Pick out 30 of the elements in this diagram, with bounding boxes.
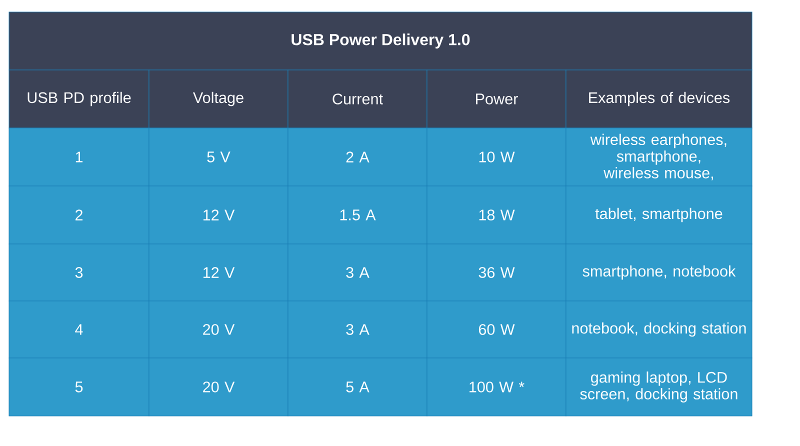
- table-cell: 60 W: [426, 300, 566, 358]
- table-cell: 100 W *: [426, 358, 566, 416]
- table-cell: 2 A: [288, 128, 428, 186]
- table-cell: 2: [8, 186, 150, 244]
- header-cell: Current: [288, 70, 428, 128]
- header-cell: Voltage: [148, 70, 288, 128]
- table-cell: 3 A: [288, 300, 428, 358]
- table-cell: 12 V: [148, 244, 288, 302]
- table-cell: wireless earphones, smartphone, wireless mouse,: [566, 128, 752, 186]
- table-cell: 1: [8, 128, 150, 186]
- table-cell: 18 W: [426, 186, 566, 244]
- header-cell: Power: [426, 70, 566, 128]
- table-cell: 10 W: [426, 128, 566, 186]
- header-cell: Examples of devices: [566, 70, 752, 128]
- table-cell: 20 V: [148, 358, 288, 416]
- table-cell: smartphone, notebook: [566, 244, 752, 302]
- table-cell: notebook, docking station: [566, 300, 752, 358]
- table-cell: 1.5 A: [288, 186, 428, 244]
- table-cell: 5: [8, 358, 150, 416]
- header-cell: USB PD profile: [8, 70, 150, 128]
- table-cell: 20 V: [148, 300, 288, 358]
- table-cell: tablet, smartphone: [566, 186, 752, 244]
- table-cell: 3: [8, 244, 150, 302]
- table-cell: 3 A: [288, 244, 428, 302]
- table-cell: 12 V: [148, 186, 288, 244]
- table-cell: 5 A: [288, 358, 428, 416]
- table-cell: gaming laptop, LCD screen, docking station: [566, 358, 752, 416]
- table-cell: 4: [8, 300, 150, 358]
- table-cell: 36 W: [426, 244, 566, 302]
- table-cell: 5 V: [148, 128, 288, 186]
